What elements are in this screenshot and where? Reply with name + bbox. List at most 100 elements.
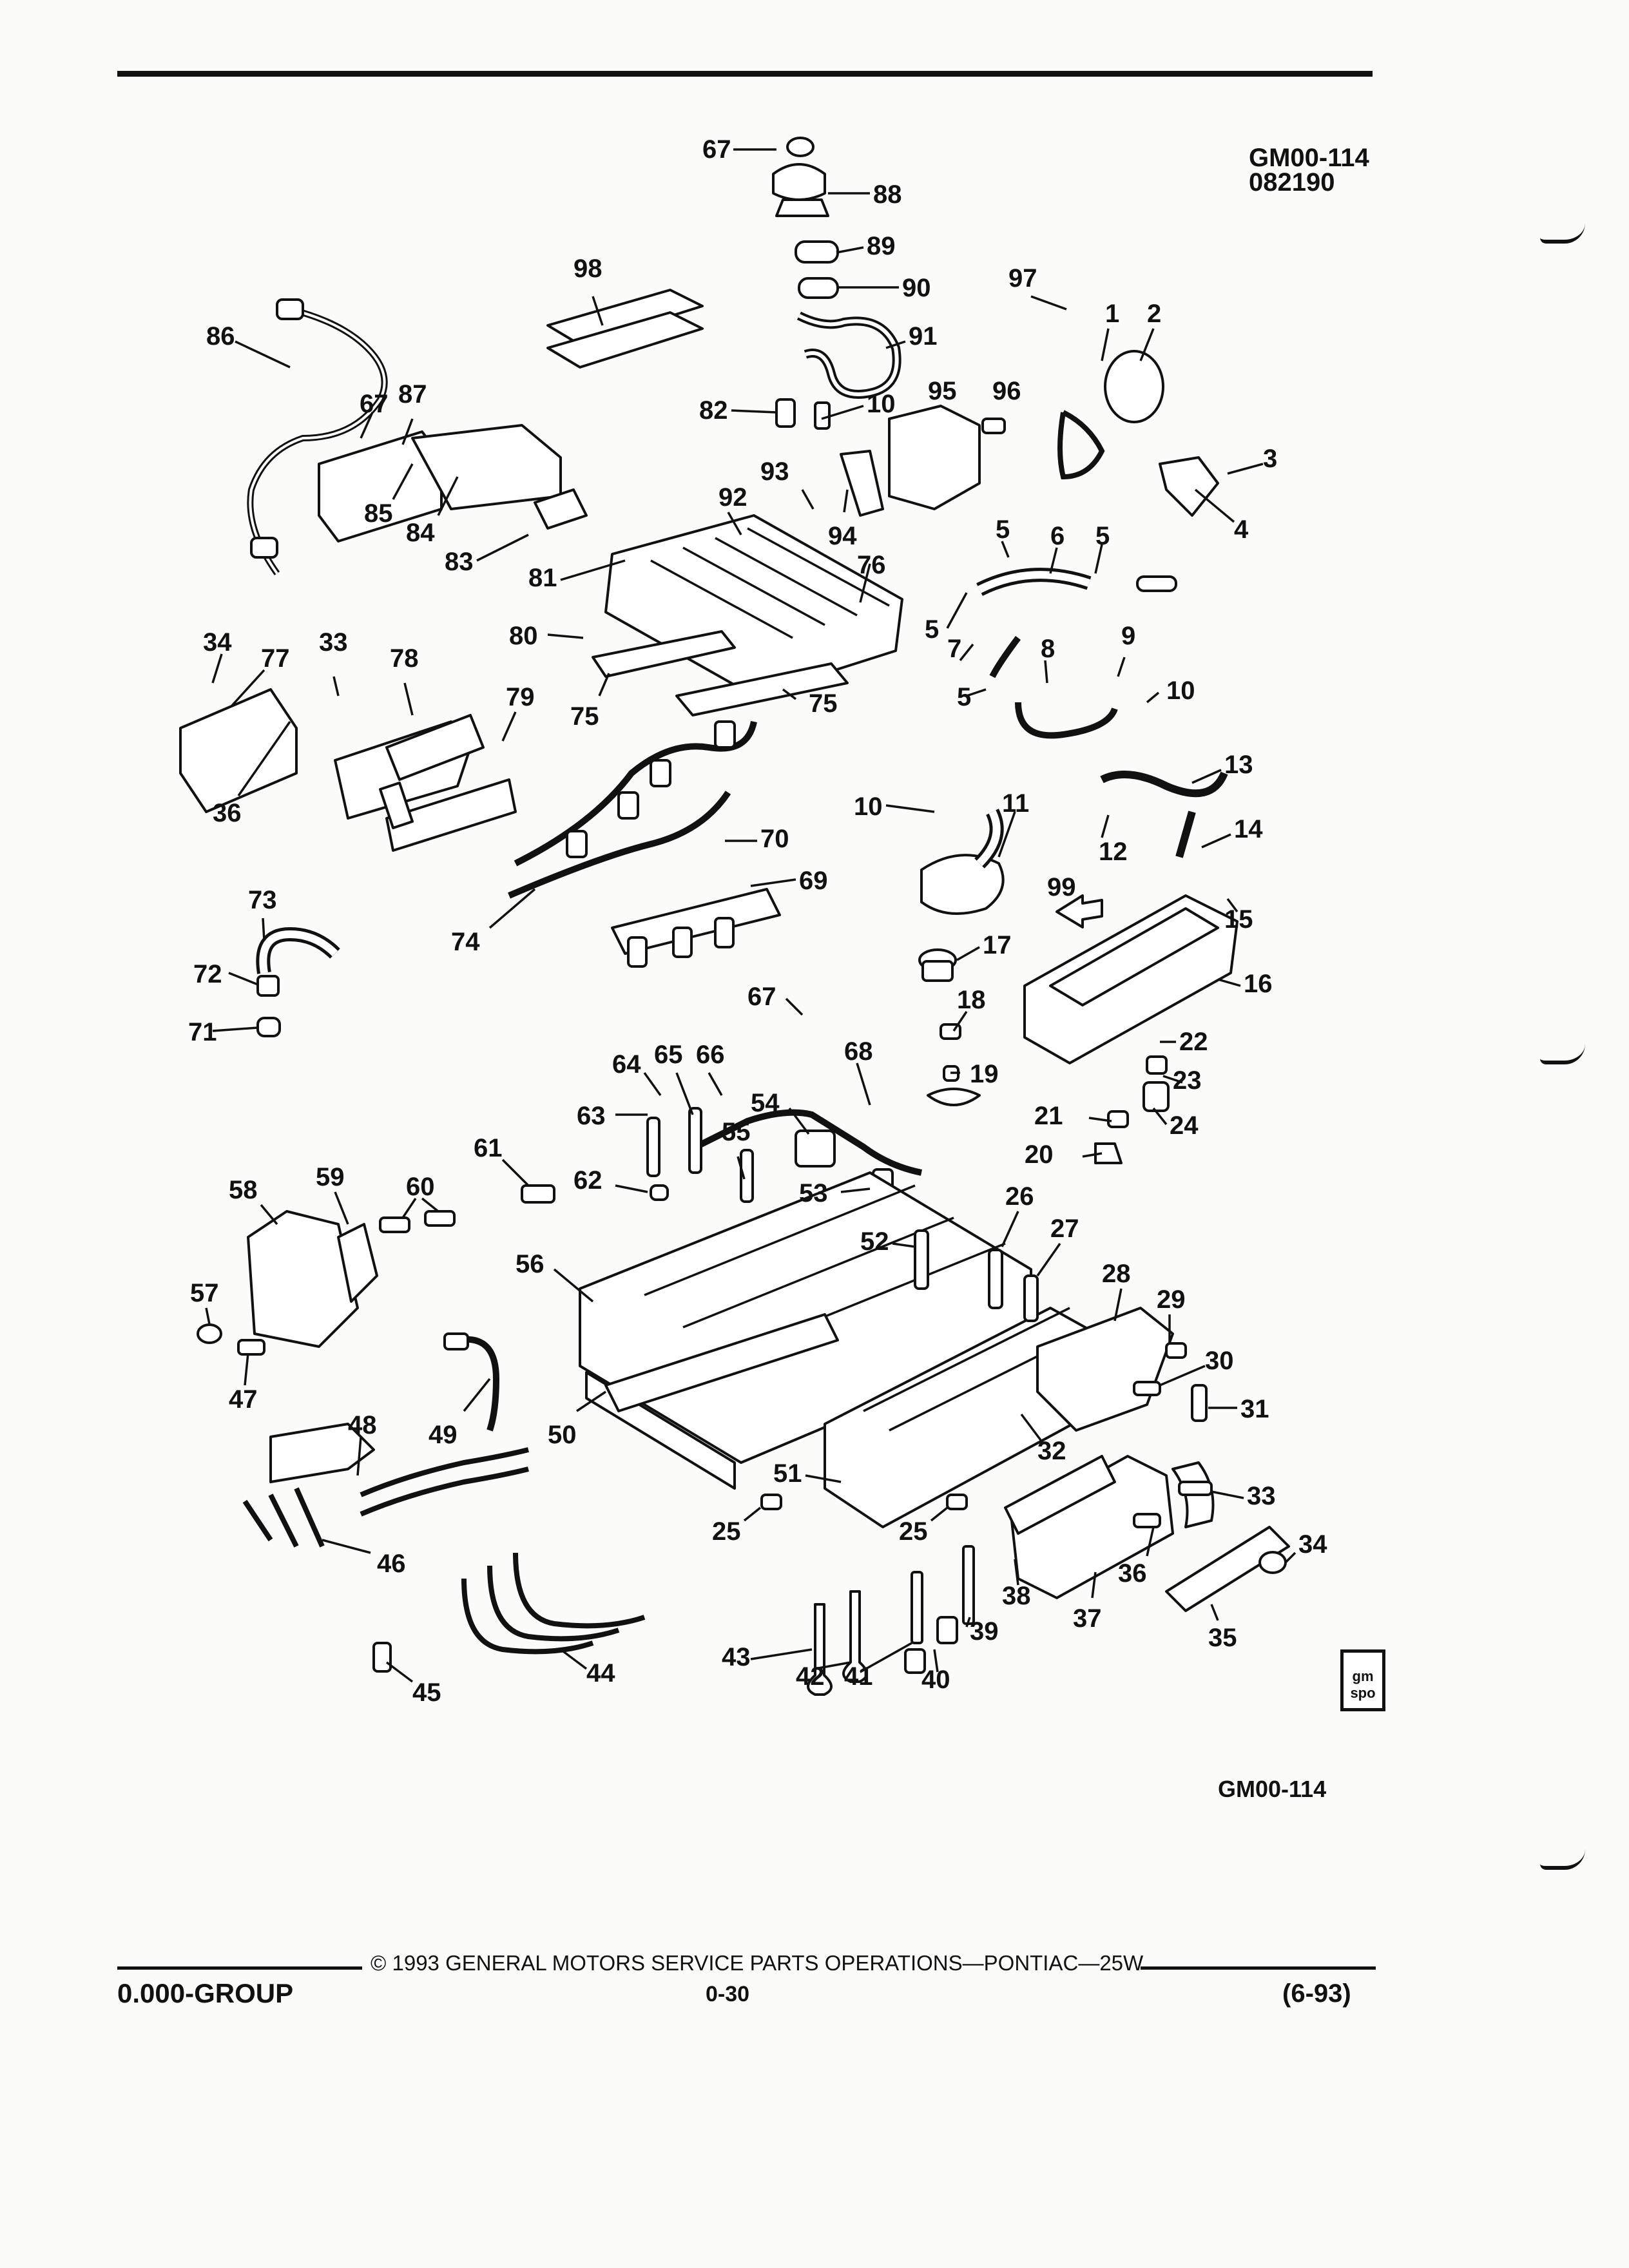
callout-label: 97 bbox=[1008, 264, 1037, 293]
callout-label: 20 bbox=[1025, 1140, 1054, 1169]
callout-label: 5 bbox=[957, 683, 971, 711]
callout-label: 24 bbox=[1170, 1111, 1199, 1140]
leader-lines bbox=[205, 148, 1296, 1683]
figure-code: GM00-114 082190 bbox=[1249, 145, 1369, 195]
callout-label: 93 bbox=[760, 457, 789, 486]
footer-rule-right bbox=[1141, 1966, 1376, 1970]
callout-label: 58 bbox=[229, 1176, 258, 1204]
callout-label: 10 bbox=[854, 793, 883, 821]
callout-label: 82 bbox=[699, 396, 728, 425]
callout-label: 41 bbox=[844, 1662, 873, 1691]
callout-label: 49 bbox=[429, 1421, 458, 1449]
callout-label: 16 bbox=[1244, 970, 1273, 998]
callout-label: 90 bbox=[902, 274, 931, 302]
callout-label: 62 bbox=[574, 1166, 602, 1195]
callout-label: 36 bbox=[1118, 1559, 1147, 1588]
callout-label: 10 bbox=[1166, 677, 1195, 705]
callout-label: 4 bbox=[1234, 515, 1249, 544]
callout-label: 94 bbox=[828, 522, 857, 550]
callout-label: 33 bbox=[319, 628, 348, 657]
callout-label: 69 bbox=[799, 867, 828, 895]
footer-rule-left bbox=[117, 1966, 362, 1970]
callout-label: 51 bbox=[773, 1459, 802, 1488]
scan-mark bbox=[1540, 223, 1585, 244]
callout-label: 79 bbox=[506, 683, 535, 711]
revision-date: (6-93) bbox=[1282, 1979, 1351, 2008]
callout-label: 15 bbox=[1224, 905, 1253, 934]
callout-label: 64 bbox=[612, 1050, 641, 1079]
callout-label: 30 bbox=[1205, 1347, 1234, 1375]
callout-label: 81 bbox=[528, 564, 557, 592]
callout-label: 46 bbox=[377, 1550, 406, 1578]
callout-label: 28 bbox=[1102, 1260, 1131, 1288]
callout-label: 11 bbox=[1002, 789, 1029, 818]
callout-label: 74 bbox=[451, 928, 480, 956]
callout-label: 99 bbox=[1047, 873, 1076, 901]
callout-label: 23 bbox=[1173, 1066, 1202, 1095]
callout-label: 26 bbox=[1005, 1182, 1034, 1211]
copyright-line: © 1993 GENERAL MOTORS SERVICE PARTS OPER… bbox=[371, 1951, 1144, 1975]
callout-label: 32 bbox=[1037, 1437, 1066, 1465]
callout-label: 35 bbox=[1208, 1624, 1237, 1652]
callout-label: 75 bbox=[570, 702, 599, 731]
callout-label: 40 bbox=[921, 1666, 950, 1694]
callout-label: 84 bbox=[406, 519, 435, 547]
callout-label: 98 bbox=[574, 255, 602, 283]
callout-label: 86 bbox=[206, 322, 235, 351]
callout-label: 92 bbox=[718, 483, 747, 512]
callout-labels: 67 88 89 90 91 82 10 95 96 97 1 2 3 4 98… bbox=[188, 135, 1327, 1707]
callout-label: 3 bbox=[1263, 445, 1277, 473]
page-number: 0-30 bbox=[706, 1982, 750, 2006]
callout-label: 76 bbox=[857, 551, 886, 579]
callout-label: 61 bbox=[474, 1134, 503, 1162]
callout-label: 34 bbox=[203, 628, 232, 657]
callout-label: 68 bbox=[844, 1037, 873, 1066]
part-shapes bbox=[179, 137, 1290, 1696]
callout-label: 31 bbox=[1240, 1395, 1269, 1423]
callout-label: 52 bbox=[860, 1227, 889, 1256]
callout-label: 42 bbox=[796, 1662, 825, 1691]
callout-label: 73 bbox=[248, 886, 277, 914]
callout-label: 5 bbox=[996, 515, 1010, 544]
callout-label: 78 bbox=[390, 644, 419, 673]
callout-label: 6 bbox=[1050, 522, 1065, 550]
callout-label: 60 bbox=[406, 1173, 435, 1201]
callout-label: 44 bbox=[586, 1659, 615, 1687]
callout-label: 88 bbox=[873, 180, 902, 209]
callout-label: 13 bbox=[1224, 751, 1253, 779]
callout-label: 21 bbox=[1034, 1102, 1063, 1130]
callout-label: 22 bbox=[1179, 1028, 1208, 1056]
callout-label: 38 bbox=[1002, 1582, 1031, 1610]
group-label: 0.000-GROUP bbox=[117, 1978, 294, 2008]
callout-label: 70 bbox=[760, 825, 789, 853]
figure-id-bottom: GM00-114 bbox=[1218, 1776, 1327, 1802]
callout-label: 67 bbox=[702, 135, 731, 164]
callout-label: 12 bbox=[1099, 838, 1128, 866]
callout-label: 63 bbox=[577, 1102, 606, 1130]
callout-label: 85 bbox=[364, 499, 393, 528]
callout-label: 19 bbox=[970, 1060, 999, 1088]
callout-label: 83 bbox=[445, 548, 474, 576]
callout-label: 2 bbox=[1147, 300, 1161, 328]
callout-label: 9 bbox=[1121, 622, 1135, 650]
callout-label: 54 bbox=[751, 1089, 780, 1117]
callout-label: 18 bbox=[957, 986, 986, 1014]
scan-mark bbox=[1540, 1849, 1585, 1870]
callout-label: 45 bbox=[412, 1678, 441, 1707]
callout-label: 37 bbox=[1073, 1604, 1102, 1633]
callout-label: 57 bbox=[190, 1279, 219, 1307]
callout-label: 77 bbox=[261, 644, 290, 673]
top-rule bbox=[117, 71, 1373, 77]
callout-label: 66 bbox=[696, 1041, 725, 1069]
callout-label: 67 bbox=[747, 983, 776, 1011]
callout-label: 33 bbox=[1247, 1482, 1276, 1510]
callout-label: 91 bbox=[909, 322, 938, 351]
callout-label: 59 bbox=[316, 1163, 345, 1191]
callout-label: 75 bbox=[809, 689, 838, 718]
callout-label: 65 bbox=[654, 1041, 683, 1069]
callout-label: 71 bbox=[188, 1018, 217, 1046]
callout-label: 25 bbox=[712, 1517, 741, 1546]
callout-label: 7 bbox=[947, 635, 961, 663]
callout-label: 39 bbox=[970, 1617, 999, 1646]
gm-spo-logo: gm spo bbox=[1340, 1649, 1385, 1711]
